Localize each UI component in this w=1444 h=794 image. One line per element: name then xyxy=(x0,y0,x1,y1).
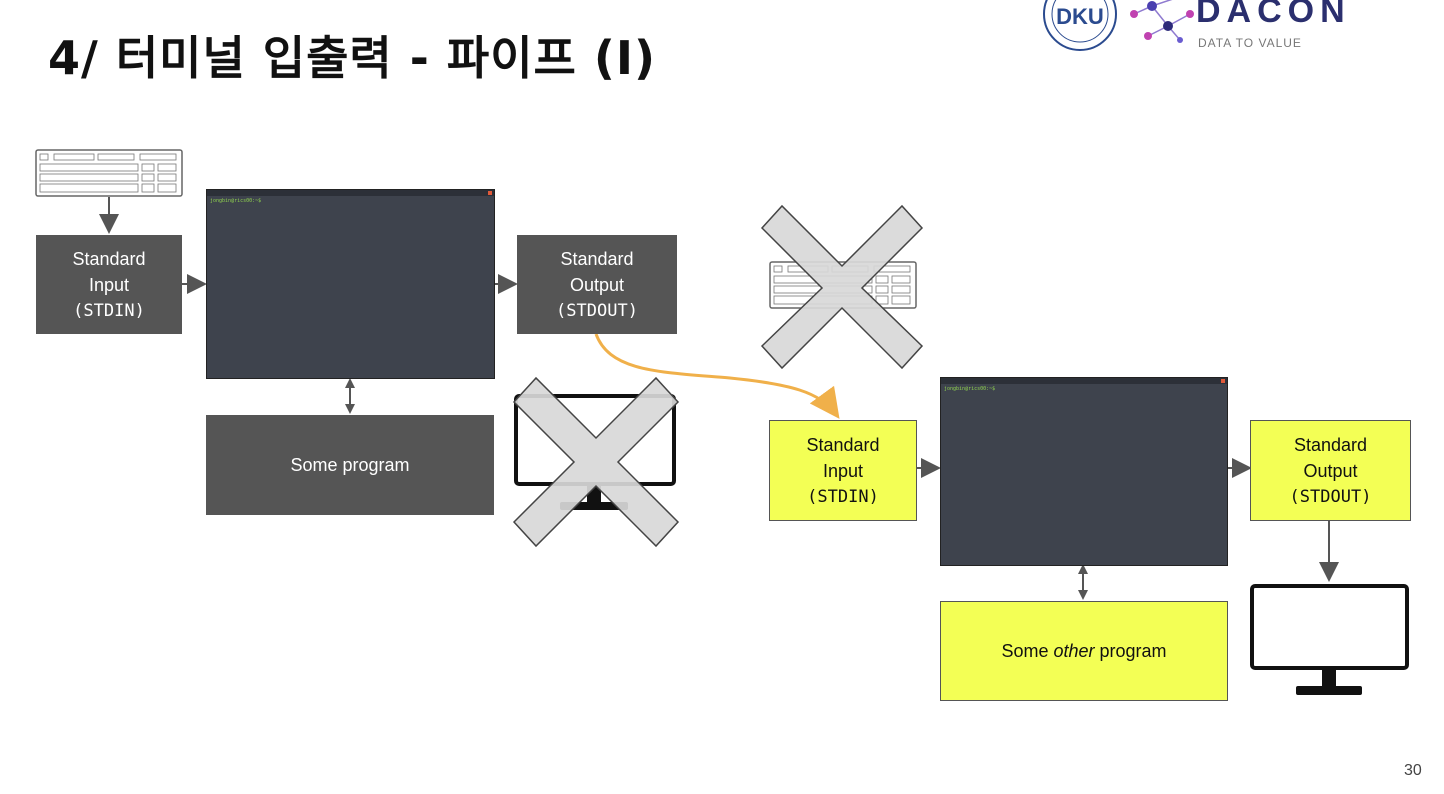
left-stdout-box: Standard Output (STDOUT) xyxy=(517,235,677,334)
dku-logo-icon: DKU xyxy=(1043,0,1117,51)
right-program-post: program xyxy=(1094,641,1167,661)
right-terminal-window: jongbin@rics00:~$ xyxy=(940,377,1228,566)
terminal-program-double-arrow xyxy=(345,378,355,414)
left-stdin-box: Standard Input (STDIN) xyxy=(36,235,182,334)
crossed-monitor-icon xyxy=(512,376,680,548)
right-stdout-line1: Standard xyxy=(1293,434,1368,455)
right-terminal-prompt: jongbin@rics00:~$ xyxy=(944,386,996,392)
left-stdout-line2: Output xyxy=(569,274,625,295)
right-stdout-line2: Output xyxy=(1303,460,1358,481)
right-stdin-line3: (STDIN) xyxy=(807,486,879,507)
right-program-box: Some other program xyxy=(940,601,1228,701)
right-program-pre: Some xyxy=(1001,641,1054,661)
right-terminal-program-double-arrow xyxy=(1078,564,1088,600)
left-stdin-line3: (STDIN) xyxy=(73,300,145,321)
close-icon xyxy=(488,191,492,195)
pipe-arrow xyxy=(594,333,840,419)
right-terminal-titlebar xyxy=(941,378,1227,384)
left-program-box: Some program xyxy=(206,415,494,515)
right-stdin-box: Standard Input (STDIN) xyxy=(769,420,917,521)
left-stdout-line1: Standard xyxy=(560,248,634,269)
left-stdout-line3: (STDOUT) xyxy=(556,300,638,321)
left-terminal-prompt: jongbin@rics00:~$ xyxy=(210,198,262,204)
right-stdout-box: Standard Output (STDOUT) xyxy=(1250,420,1411,521)
left-stdin-line2: Input xyxy=(88,274,130,295)
keyboard-icon xyxy=(35,149,183,197)
left-terminal-titlebar xyxy=(207,190,494,196)
right-stdin-line2: Input xyxy=(822,460,864,481)
right-stdin-line1: Standard xyxy=(806,434,880,455)
left-terminal-window: jongbin@rics00:~$ xyxy=(206,189,495,379)
page-number: 30 xyxy=(1404,762,1422,779)
right-stdout-line3: (STDOUT) xyxy=(1289,486,1372,507)
right-program-em: other xyxy=(1053,641,1095,661)
dacon-tagline: DATA TO VALUE xyxy=(1198,36,1302,50)
slide-title: 4/ 터미널 입출력 - 파이프 (I) xyxy=(48,31,657,85)
close-icon xyxy=(1221,379,1225,383)
monitor-icon xyxy=(1250,584,1409,695)
dacon-brand-text: DACON xyxy=(1196,0,1351,30)
left-stdin-line1: Standard xyxy=(72,248,146,269)
crossed-keyboard-icon xyxy=(760,204,924,370)
dacon-network-icon xyxy=(1130,0,1194,43)
dku-logo-text: DKU xyxy=(1056,4,1104,29)
left-program-label: Some program xyxy=(290,455,410,475)
right-program-label: Some other program xyxy=(1001,638,1166,664)
